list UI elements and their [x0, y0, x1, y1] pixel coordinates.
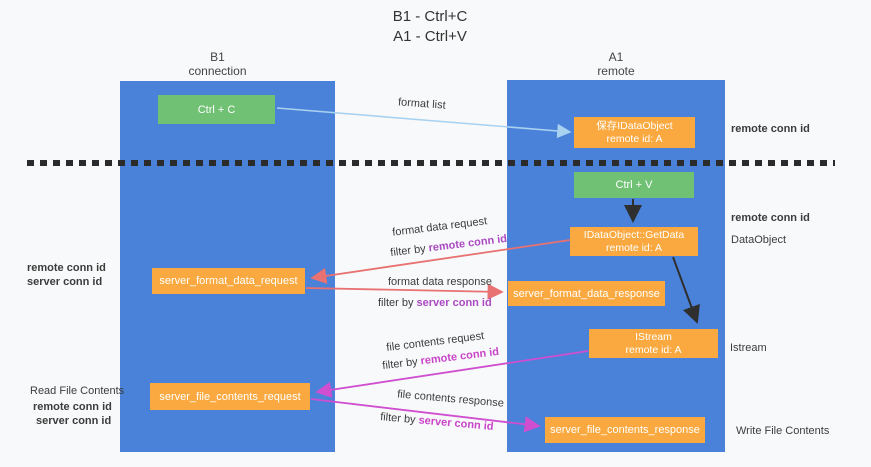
server-conn-id-text: server conn id	[418, 414, 495, 433]
title-line-1: B1 - Ctrl+C	[392, 8, 468, 25]
node-save-idataobject: 保存IDataObject remote id: A	[574, 117, 695, 148]
write-file-contents-label: Write File Contents	[736, 425, 830, 437]
lane-b1-subtitle: connection	[188, 64, 247, 78]
left-remote-conn-id-label: remote conn id	[27, 262, 106, 274]
filter-by-text: filter by	[379, 411, 420, 427]
node-getdata-line1: IDataObject::GetData	[583, 228, 685, 241]
node-server-format-data-request: server_format_data_request	[152, 268, 305, 294]
label-file-contents-response: file contents response	[396, 388, 505, 410]
node-save-idataobject-line1: 保存IDataObject	[596, 119, 673, 132]
dataobject-label: DataObject	[731, 234, 787, 246]
lane-header-b1: B1 connection	[120, 50, 315, 78]
right-remote-conn-id-label-top: remote conn id	[731, 123, 810, 135]
node-istream: IStream remote id: A	[589, 329, 718, 358]
node-idataobject-getdata: IDataObject::GetData remote id: A	[570, 227, 698, 256]
filter-by-text: filter by	[378, 297, 417, 309]
dashed-separator-line	[27, 160, 835, 166]
lane-a1-name: A1	[608, 50, 624, 64]
label-format-data-response: format data response	[388, 276, 492, 288]
lane-a1-subtitle: remote	[597, 64, 635, 78]
lane-b1-name: B1	[210, 50, 225, 64]
server-conn-id-text: server conn id	[416, 297, 492, 309]
label-filter-server-2: filter by server conn id	[380, 411, 494, 433]
node-save-idataobject-line2: remote id: A	[606, 132, 663, 145]
node-istream-line2: remote id: A	[625, 343, 682, 356]
node-server-file-contents-request: server_file_contents_request	[150, 383, 310, 410]
node-istream-line1: IStream	[635, 330, 672, 343]
right-remote-conn-id-label-mid: remote conn id	[731, 212, 810, 224]
diagram-title: B1 - Ctrl+C A1 - Ctrl+V	[0, 7, 860, 47]
title-line-2: A1 - Ctrl+V	[393, 28, 467, 45]
node-server-file-contents-response: server_file_contents_response	[545, 417, 705, 443]
node-ctrl-c: Ctrl + C	[158, 95, 275, 124]
node-getdata-line2: remote id: A	[605, 241, 663, 254]
filter-by-text: filter by	[389, 242, 430, 260]
label-format-list: format list	[397, 96, 447, 112]
node-server-format-data-response: server_format_data_response	[508, 281, 665, 306]
label-filter-server-1: filter by server conn id	[378, 297, 492, 309]
left-server-conn-id-label-2: server conn id	[36, 415, 112, 427]
read-file-contents-label: Read File Contents	[30, 385, 125, 397]
arrow-format-data-response	[305, 283, 504, 300]
remote-conn-id-text: remote conn id	[427, 232, 508, 255]
istream-label: Istream	[730, 342, 767, 354]
node-ctrl-v: Ctrl + V	[574, 172, 694, 198]
remote-conn-id-text: remote conn id	[419, 345, 500, 368]
filter-by-text: filter by	[381, 355, 422, 373]
lane-header-a1: A1 remote	[507, 50, 725, 78]
left-server-conn-id-label: server conn id	[27, 276, 103, 288]
label-format-data-request: format data request	[391, 215, 488, 239]
left-remote-conn-id-label-2: remote conn id	[33, 401, 112, 413]
